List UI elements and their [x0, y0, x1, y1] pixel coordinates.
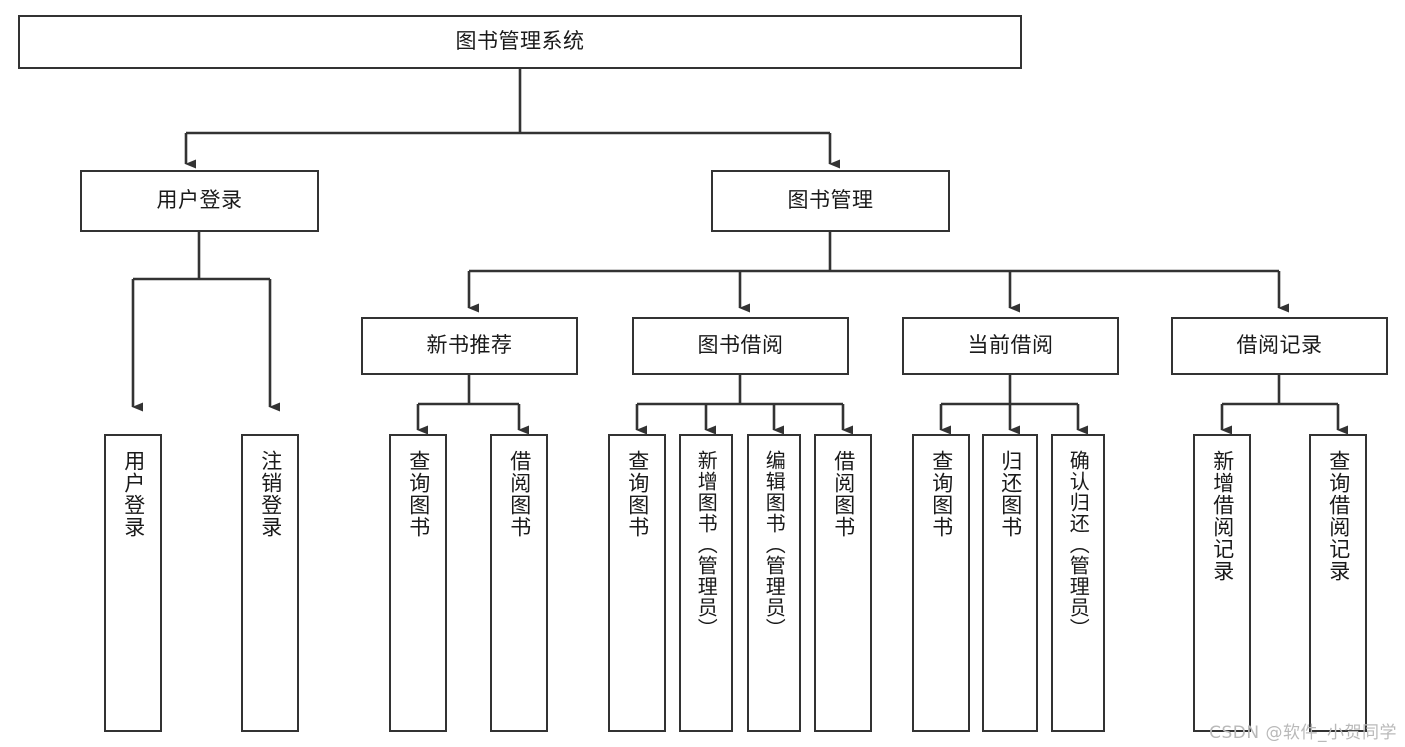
node-leaf-edit-book-admin-label: 编辑图书（管理员）	[762, 450, 787, 639]
node-leaf-logout[interactable]: 注销登录	[241, 434, 299, 732]
node-book-borrow-label: 图书借阅	[697, 333, 784, 358]
node-leaf-query-book-borrow-label: 查询图书	[625, 450, 650, 538]
node-current-borrow[interactable]: 当前借阅	[902, 317, 1119, 375]
node-leaf-add-book-admin[interactable]: 新增图书（管理员）	[679, 434, 733, 732]
node-leaf-borrow-book[interactable]: 借阅图书	[814, 434, 872, 732]
node-leaf-query-book-recommend-label: 查询图书	[406, 450, 431, 538]
node-leaf-borrow-book-label: 借阅图书	[831, 450, 856, 538]
node-leaf-query-book-current-label: 查询图书	[929, 450, 954, 538]
node-leaf-add-book-admin-label: 新增图书（管理员）	[694, 450, 719, 639]
node-leaf-borrow-book-recommend-label: 借阅图书	[507, 450, 532, 538]
node-leaf-logout-label: 注销登录	[258, 450, 283, 538]
node-user-login[interactable]: 用户登录	[80, 170, 319, 232]
node-book-management-label: 图书管理	[787, 188, 874, 213]
node-leaf-query-book-borrow[interactable]: 查询图书	[608, 434, 666, 732]
node-current-borrow-label: 当前借阅	[967, 333, 1054, 358]
node-root-book-management-system[interactable]: 图书管理系统	[18, 15, 1022, 69]
node-user-login-label: 用户登录	[156, 188, 243, 213]
node-borrow-record[interactable]: 借阅记录	[1171, 317, 1388, 375]
node-leaf-add-borrow-record-label: 新增借阅记录	[1210, 450, 1235, 582]
node-new-book-recommend[interactable]: 新书推荐	[361, 317, 578, 375]
node-leaf-add-borrow-record[interactable]: 新增借阅记录	[1193, 434, 1251, 732]
node-root-label: 图书管理系统	[455, 29, 585, 54]
node-new-book-recommend-label: 新书推荐	[426, 333, 513, 358]
node-book-borrow[interactable]: 图书借阅	[632, 317, 849, 375]
node-leaf-query-borrow-record-label: 查询借阅记录	[1326, 450, 1351, 582]
node-leaf-confirm-return-admin[interactable]: 确认归还（管理员）	[1051, 434, 1105, 732]
node-leaf-edit-book-admin[interactable]: 编辑图书（管理员）	[747, 434, 801, 732]
node-leaf-borrow-book-recommend[interactable]: 借阅图书	[490, 434, 548, 732]
node-leaf-user-login-label: 用户登录	[121, 450, 146, 538]
node-book-management[interactable]: 图书管理	[711, 170, 950, 232]
node-borrow-record-label: 借阅记录	[1236, 333, 1323, 358]
node-leaf-user-login[interactable]: 用户登录	[104, 434, 162, 732]
node-leaf-query-borrow-record[interactable]: 查询借阅记录	[1309, 434, 1367, 732]
node-leaf-query-book-recommend[interactable]: 查询图书	[389, 434, 447, 732]
node-leaf-return-book[interactable]: 归还图书	[982, 434, 1038, 732]
node-leaf-query-book-current[interactable]: 查询图书	[912, 434, 970, 732]
node-leaf-return-book-label: 归还图书	[998, 450, 1023, 538]
node-leaf-confirm-return-admin-label: 确认归还（管理员）	[1066, 450, 1091, 639]
csdn-watermark: CSDN @软件_小贺同学	[1209, 723, 1397, 743]
